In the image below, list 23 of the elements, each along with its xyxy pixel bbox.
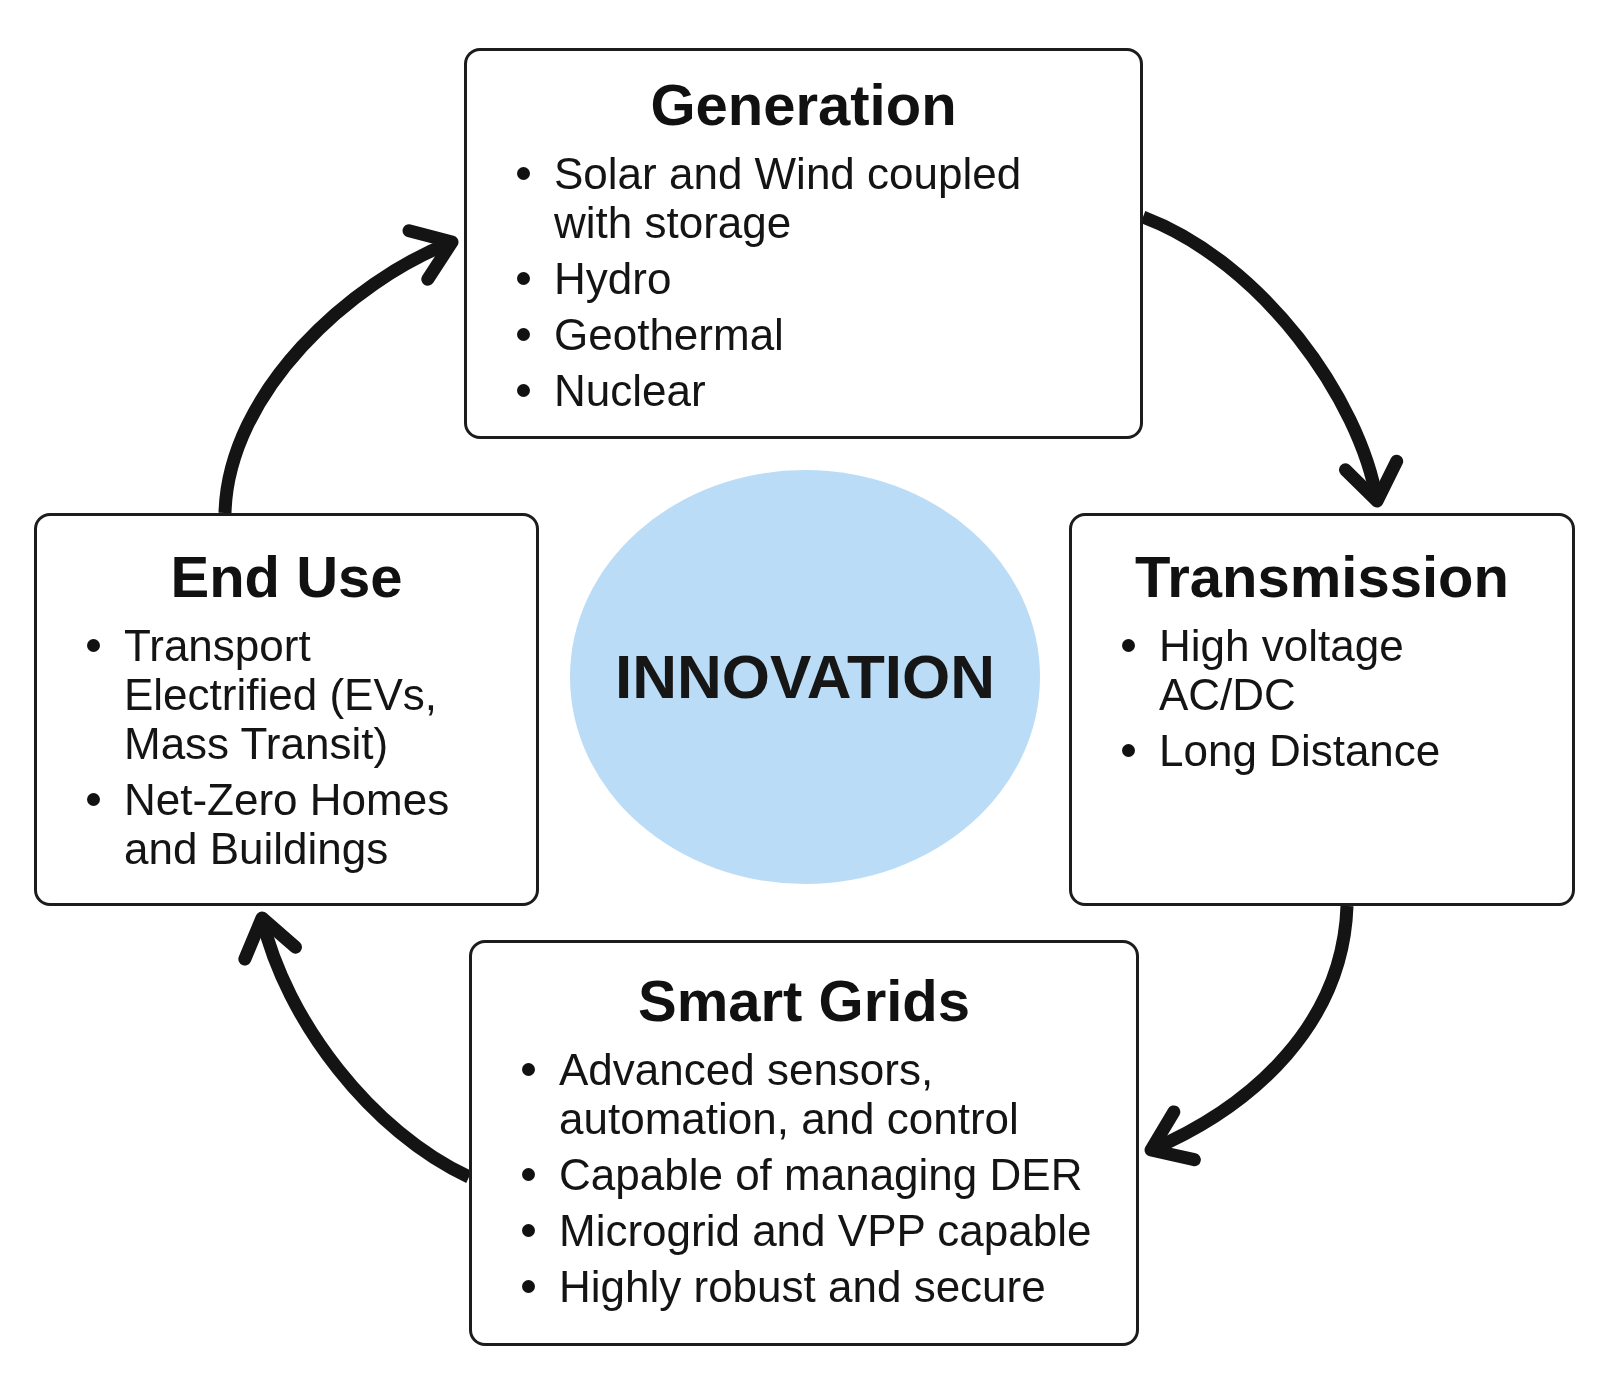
card-title: Generation: [650, 71, 957, 139]
bullet-text: Microgrid and VPP capable: [559, 1206, 1093, 1255]
bullet-text: Highly robust and secure: [559, 1262, 1047, 1311]
card-title: Smart Grids: [638, 967, 970, 1035]
bullet-text: Transport Electrified (EVs, Mass Transit): [124, 621, 438, 768]
card-title: End Use: [170, 543, 403, 611]
center-label: INNOVATION: [615, 641, 995, 713]
bullet-text: High voltage AC/DC: [1159, 621, 1405, 719]
bullet-text: Advanced sensors, automation, and control: [559, 1045, 1020, 1143]
arrow: [218, 226, 459, 514]
stage-card: [464, 48, 1143, 439]
stage-card: [469, 940, 1139, 1346]
bullet-text: Nuclear: [554, 366, 707, 415]
bullet-text: Hydro: [554, 254, 673, 303]
bullet-text: Geothermal: [554, 310, 785, 359]
bullet-text: Long Distance: [1159, 726, 1442, 775]
arrow: [1144, 905, 1354, 1165]
bullet-text: Net-Zero Homes and Buildings: [124, 775, 451, 873]
bullet-text: Capable of managing DER: [559, 1150, 1084, 1199]
bullet-text: Solar and Wind coupled with storage: [554, 149, 1023, 247]
stage-card: [34, 513, 539, 906]
card-title: Transmission: [1135, 543, 1509, 611]
stage-card: [1069, 513, 1575, 906]
